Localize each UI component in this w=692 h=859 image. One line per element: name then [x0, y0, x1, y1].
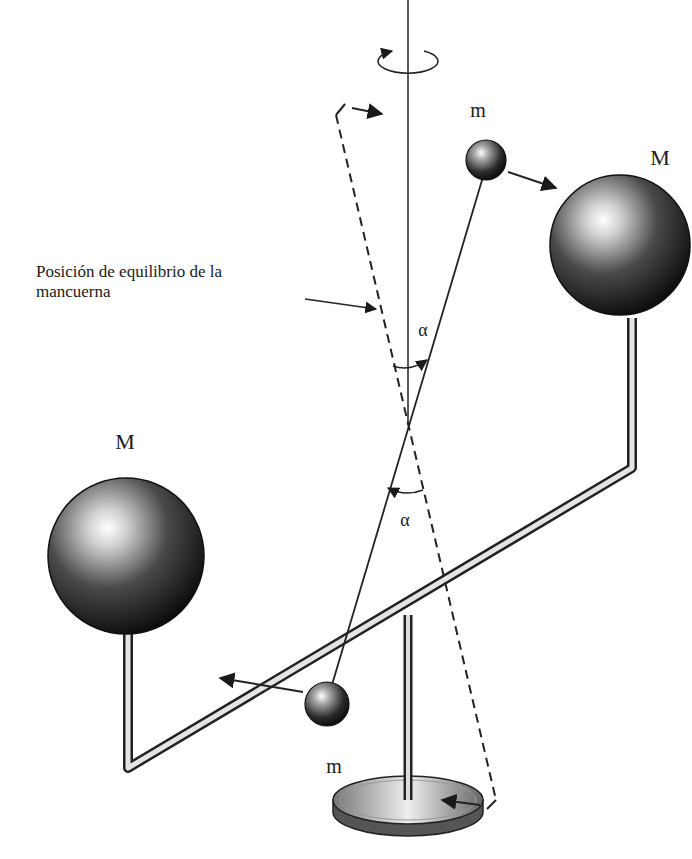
dumbbell-rod [326, 160, 488, 705]
mass-label: M [650, 145, 670, 170]
large-sphere [48, 478, 204, 634]
mass-label: m [470, 99, 486, 122]
angle-arc [388, 488, 423, 493]
equilibrium-line [336, 115, 496, 800]
angle-label: α [418, 320, 427, 341]
mass-label: m [326, 755, 342, 778]
callout-text: Posición de equilibrio de la mancuerna [36, 262, 298, 301]
angle-label: α [400, 510, 409, 531]
rotation-arrow [378, 51, 438, 73]
torsion-fiber [407, 0, 409, 425]
large-sphere [550, 175, 690, 315]
small-sphere [466, 140, 506, 180]
mass-label: M [115, 429, 135, 454]
stand-post [408, 615, 409, 800]
leader-arrow [305, 299, 376, 309]
angle-arc [393, 360, 427, 368]
small-sphere [305, 682, 349, 726]
force-arrow [220, 678, 303, 692]
force-arrow [508, 172, 556, 188]
direction-arrow [442, 800, 480, 805]
direction-arrow [352, 108, 382, 114]
